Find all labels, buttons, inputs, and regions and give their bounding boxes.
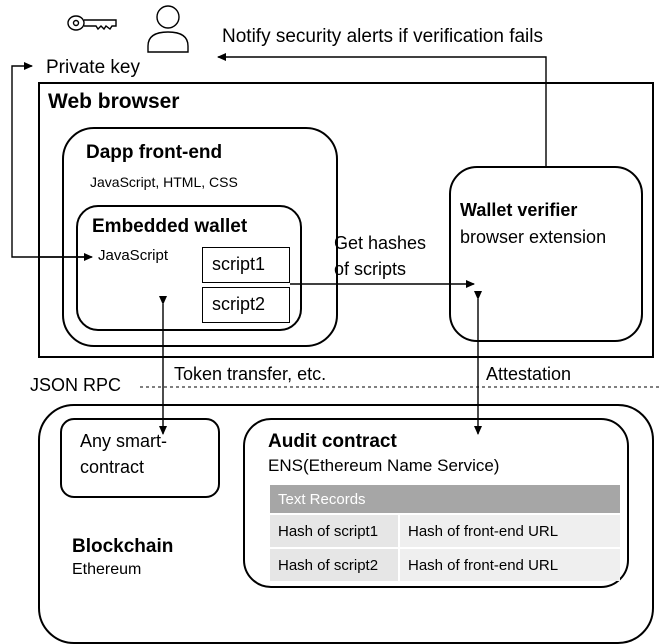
audit-contract-subtitle: ENS(Ethereum Name Service) [268,456,500,475]
frontend-url-hash-cell: Hash of front-end URL [399,547,620,581]
audit-contract-title: Audit contract [268,431,397,452]
frontend-url-hash-cell: Hash of front-end URL [399,513,620,548]
private-key-arrow [11,62,90,258]
web-browser-title: Web browser [48,90,180,113]
key-icon [67,15,117,31]
table-row: Hash of script2 Hash of front-end URL [270,547,620,581]
embedded-wallet-lang: JavaScript [98,247,169,264]
blockchain-title: Blockchain [72,536,174,557]
script2-hash-cell: Hash of script2 [270,547,400,581]
connector-lines [11,5,662,435]
embedded-wallet-title: Embedded wallet [92,216,248,237]
any-smart-contract-box [60,418,220,498]
table-row: Hash of script1 Hash of front-end URL [270,513,620,548]
wallet-verifier-subtitle: browser extension [460,227,607,247]
script1-hash-cell: Hash of script1 [270,513,400,548]
dapp-frontend-title: Dapp front-end [86,142,223,163]
any-smart-contract-line2: contract [80,457,145,477]
wallet-verifier-title: Wallet verifier [460,200,578,220]
user-icon [147,5,189,53]
script1-label: script1 [212,254,266,274]
get-hashes-label-2: of scripts [334,259,407,279]
text-records-header: Text Records [270,485,620,514]
token-transfer-label: Token transfer, etc. [174,364,327,384]
script1-box [202,247,290,283]
private-key-label: Private key [46,57,140,78]
blockchain-subtitle: Ethereum [72,561,142,578]
notify-label: Notify security alerts if verification f… [222,26,543,47]
any-smart-contract-line1: Any smart- [80,431,168,451]
script2-label: script2 [212,294,266,314]
wallet-verifier-box [449,166,643,342]
notify-arrow [217,53,547,166]
dapp-frontend-subtitle: JavaScript, HTML, CSS [90,174,238,190]
attestation-label: Attestation [486,364,572,384]
script2-box [202,287,290,323]
get-hashes-label-1: Get hashes [334,233,427,253]
json-rpc-label: JSON RPC [30,375,124,396]
text-records-table: Text Records Hash of script1 Hash of fro… [270,485,620,581]
